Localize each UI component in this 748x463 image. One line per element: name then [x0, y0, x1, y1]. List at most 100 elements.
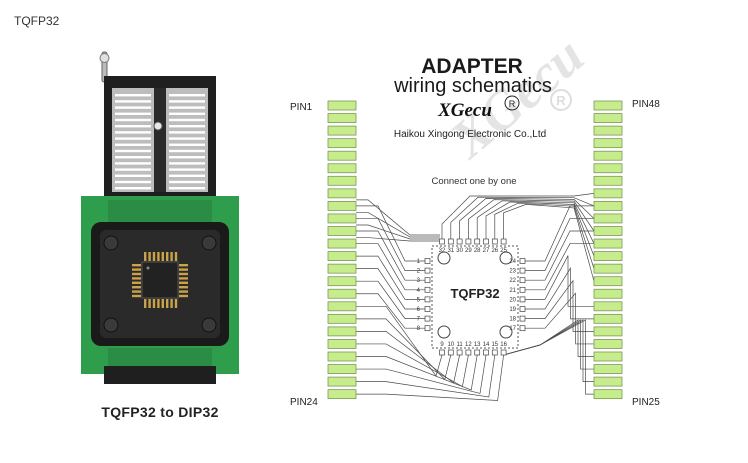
wire	[503, 319, 594, 395]
chip-pin-pad	[465, 349, 472, 356]
chip-pin-pad	[424, 315, 431, 322]
zif-contact	[115, 143, 151, 146]
chip-pin-pad	[456, 349, 463, 356]
zif-contact	[115, 162, 151, 165]
chip-pin-number: 15	[491, 342, 498, 348]
dip-pad-right	[593, 313, 623, 324]
qfp-contact	[132, 290, 141, 293]
wire	[525, 243, 594, 291]
chip-pin-number: 9	[440, 342, 444, 348]
dip-pad-left	[327, 150, 357, 161]
chip-pin-number: 31	[447, 248, 454, 254]
zif-contact	[115, 156, 151, 159]
wire	[356, 224, 440, 240]
dip-pad-right	[593, 263, 623, 274]
qfp-contact	[166, 252, 169, 261]
pcb-traces-bottom	[108, 348, 212, 370]
wire	[356, 354, 504, 401]
dip-pad-right	[593, 376, 623, 387]
chip-pin-number: 20	[509, 297, 516, 303]
zif-contact	[169, 168, 205, 171]
chip-pin-number: 10	[447, 342, 454, 348]
chip-pin-number: 1	[417, 259, 421, 265]
chip-pin-pad	[500, 238, 507, 245]
dip-pad-left	[327, 351, 357, 362]
dip-pad-left	[327, 213, 357, 224]
wire	[356, 280, 425, 319]
zif-contact	[115, 112, 151, 115]
dip-pad-left	[327, 113, 357, 123]
chip-pin-pad	[439, 238, 445, 245]
qfp-contact	[179, 277, 188, 280]
dip-pad-right	[593, 175, 623, 186]
wire	[356, 293, 425, 329]
dip-pad-right	[593, 113, 623, 123]
zif-center-rail	[154, 88, 166, 192]
wire	[450, 196, 595, 239]
tqfp-chip	[431, 245, 519, 349]
wire	[356, 243, 425, 291]
qfp-contact	[161, 299, 164, 308]
qfp-contact	[179, 272, 188, 276]
qfp-contact	[144, 252, 147, 261]
chip-pin-number: 30	[456, 248, 463, 254]
qfp-contact	[132, 286, 141, 289]
dip-pad-left	[327, 238, 357, 249]
qfp-contact	[148, 252, 151, 261]
dip-pads-left	[327, 100, 357, 400]
wire	[356, 354, 487, 394]
chip-pin-pad	[519, 277, 526, 284]
chip-pin-number: 5	[417, 297, 421, 303]
chip-pin-pad	[474, 349, 481, 356]
chip-pin-pad	[424, 296, 431, 303]
chip-pin-pad	[447, 349, 454, 356]
zif-contact	[169, 143, 205, 146]
chip-pin-number: 14	[483, 342, 490, 348]
qfp-contact	[174, 252, 178, 261]
pin1-label: PIN1	[290, 102, 313, 113]
chip-pin-number: 19	[509, 307, 516, 313]
qfp-contact	[161, 252, 164, 261]
chip-pin-number: 24	[509, 259, 516, 265]
page-label: TQFP32	[14, 14, 60, 28]
zif-contact	[115, 174, 151, 177]
wire	[356, 230, 425, 281]
qfp-contact	[179, 268, 188, 271]
wire	[441, 193, 595, 239]
chip-pin-pad	[447, 238, 454, 245]
chip-pin-pad	[519, 325, 526, 332]
wire	[356, 331, 460, 384]
dip-pad-left	[327, 364, 357, 374]
schematic-subtitle: wiring schematics	[393, 75, 552, 97]
chip-pin-pad	[439, 349, 445, 356]
dip-pad-left	[327, 389, 357, 400]
dip-pad-right	[593, 188, 623, 199]
dip-pad-left	[327, 175, 357, 186]
qfp-contact	[132, 268, 141, 271]
chip-pin-number: 27	[483, 248, 490, 254]
dip-pad-left	[327, 163, 357, 174]
chip-pin-number: 13	[474, 342, 481, 348]
zif-contact	[169, 187, 205, 190]
socket-post	[103, 317, 119, 333]
chip-pin-number: 4	[417, 288, 421, 294]
zif-contact	[169, 125, 205, 128]
wire	[525, 266, 594, 320]
chip-pin-pad	[424, 286, 431, 293]
dip-pad-left	[327, 251, 357, 262]
wire	[459, 198, 595, 239]
chip-pin-pad	[519, 306, 526, 312]
dip-pad-right	[593, 339, 623, 349]
qfp-contact	[152, 299, 156, 308]
wire	[485, 201, 595, 257]
chip-pin-pad	[500, 349, 507, 356]
chip-pin-pad	[519, 286, 526, 293]
svg-text:R: R	[509, 99, 516, 109]
dip-pads-right	[593, 100, 623, 400]
svg-text:R: R	[556, 93, 566, 108]
zif-contact	[169, 180, 205, 184]
dip-pad-right	[593, 238, 623, 249]
zif-screw	[153, 121, 163, 131]
schematic-title: ADAPTER	[421, 55, 523, 78]
